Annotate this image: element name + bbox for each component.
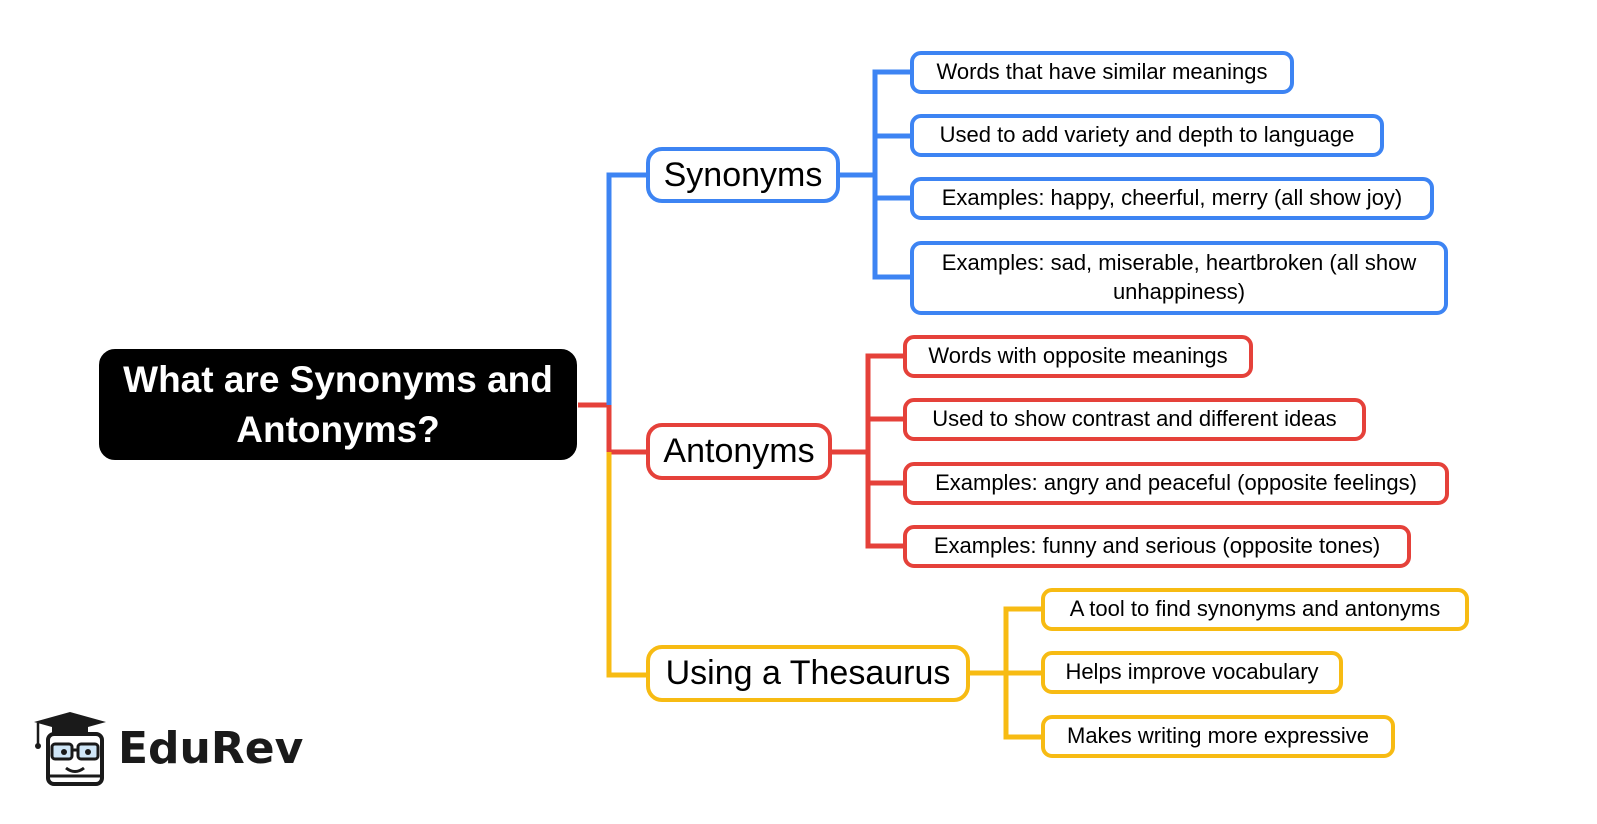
leaf-synonyms-2: Used to add variety and depth to languag… (910, 114, 1384, 157)
branch-synonyms: Synonyms (646, 147, 840, 203)
connector-thesaurus-leaves (1003, 606, 1043, 740)
leaf-thesaurus-1: A tool to find synonyms and antonyms (1041, 588, 1469, 631)
branch-thesaurus-label: Using a Thesaurus (665, 654, 951, 693)
root-title: What are Synonyms and Antonyms? (123, 358, 553, 450)
root-node: What are Synonyms and Antonyms? (99, 349, 577, 460)
graduate-mascot-icon (34, 712, 106, 786)
branch-thesaurus: Using a Thesaurus (646, 645, 970, 702)
connector-antonyms-leaves (865, 353, 905, 549)
leaf-antonyms-3: Examples: angry and peaceful (opposite f… (903, 462, 1449, 505)
edurev-logo[interactable]: EduRev (28, 704, 303, 792)
logo-text: EduRev (118, 722, 304, 774)
leaf-thesaurus-3: Makes writing more expressive (1041, 715, 1395, 758)
leaf-thesaurus-2: Helps improve vocabulary (1041, 651, 1343, 694)
leaf-antonyms-1: Words with opposite meanings (903, 335, 1253, 378)
connector-synonyms-leaves (872, 69, 912, 280)
branch-synonyms-label: Synonyms (663, 155, 823, 194)
leaf-synonyms-4: Examples: sad, miserable, heartbroken (a… (910, 241, 1448, 315)
leaf-synonyms-3: Examples: happy, cheerful, merry (all sh… (910, 177, 1434, 220)
leaf-antonyms-4: Examples: funny and serious (opposite to… (903, 525, 1411, 568)
branch-antonyms-label: Antonyms (663, 432, 815, 471)
connector-trunk-thesaurus (606, 405, 648, 678)
leaf-antonyms-2: Used to show contrast and different idea… (903, 398, 1366, 441)
branch-antonyms: Antonyms (646, 423, 832, 480)
connector-trunk-synonyms (606, 172, 648, 405)
leaf-synonyms-1: Words that have similar meanings (910, 51, 1294, 94)
